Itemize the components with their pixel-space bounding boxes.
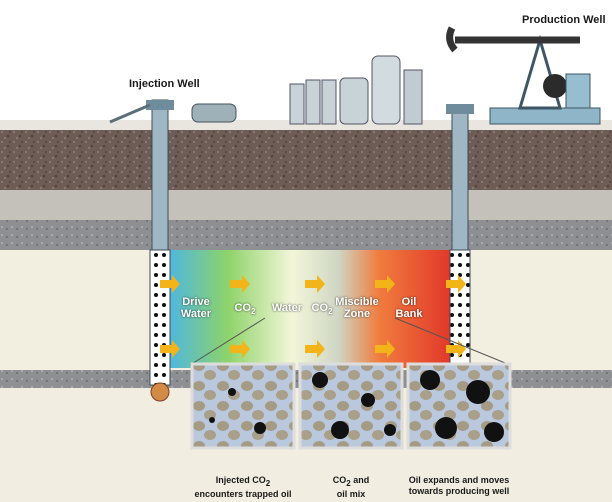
zone-co2-second: CO2 — [305, 302, 339, 318]
caption-inset-3: Oil expands and moves towards producing … — [404, 475, 514, 497]
flow-arrows — [160, 275, 466, 358]
arrow-6 — [160, 340, 180, 358]
caption-2-sub: 2 — [346, 478, 351, 488]
inset-panel-2 — [298, 362, 404, 450]
inset-panel-1 — [190, 362, 296, 450]
arrow-7 — [230, 340, 250, 358]
zone-miscible-line1: Miscible — [335, 296, 379, 308]
arrow-9 — [375, 340, 395, 358]
arrow-2 — [230, 275, 250, 293]
compressor — [191, 103, 237, 123]
caption-2-line1: CO — [332, 475, 347, 485]
zone-co2-second-sub: 2 — [328, 307, 333, 317]
zone-drive-water: Drive Water — [176, 296, 216, 320]
injection-well — [109, 99, 174, 402]
caption-3-line1: Oil expands and moves — [408, 475, 510, 485]
zone-drive-water-line2: Water — [180, 308, 212, 320]
arrow-5 — [446, 275, 466, 293]
zone-co2-first: CO2 — [228, 302, 262, 318]
zone-co2-first-sub: 2 — [251, 307, 256, 317]
gray-layer — [0, 190, 612, 220]
caption-2-line1-rest: and — [350, 475, 370, 485]
pump-jack — [446, 26, 601, 125]
processing-plant — [289, 55, 423, 125]
injection-well-label: Injection Well — [129, 78, 200, 90]
caption-1-line1: Injected CO — [215, 475, 266, 485]
arrow-4 — [375, 275, 395, 293]
topsoil-layer — [0, 130, 612, 190]
zone-water: Water — [271, 302, 303, 314]
zoom-lines — [189, 317, 511, 366]
zone-oil-bank: Oil Bank — [390, 296, 428, 320]
inset-panel-3 — [406, 362, 512, 450]
cap-rock-layer — [0, 220, 612, 250]
arrow-1 — [160, 275, 180, 293]
production-well-label: Production Well — [522, 14, 606, 26]
zone-oil-bank-line1: Oil — [401, 296, 417, 308]
zone-miscible-line2: Zone — [343, 308, 371, 320]
arrow-3 — [305, 275, 325, 293]
zone-miscible: Miscible Zone — [334, 296, 380, 320]
caption-3-line2: towards producing well — [408, 486, 510, 496]
caption-2-line2: oil mix — [336, 488, 366, 499]
zone-drive-water-line1: Drive — [182, 296, 210, 308]
zone-oil-bank-line2: Bank — [395, 308, 423, 320]
caption-inset-2: CO2 and oil mix — [296, 475, 406, 500]
zone-co2-first-main: CO — [234, 302, 252, 314]
arrow-8 — [305, 340, 325, 358]
caption-1-line2: encounters trapped oil — [194, 488, 292, 499]
caption-1-sub: 2 — [265, 478, 271, 488]
caption-inset-1: Injected CO2 encounters trapped oil — [188, 475, 298, 500]
zone-co2-second-main: CO — [311, 302, 329, 314]
